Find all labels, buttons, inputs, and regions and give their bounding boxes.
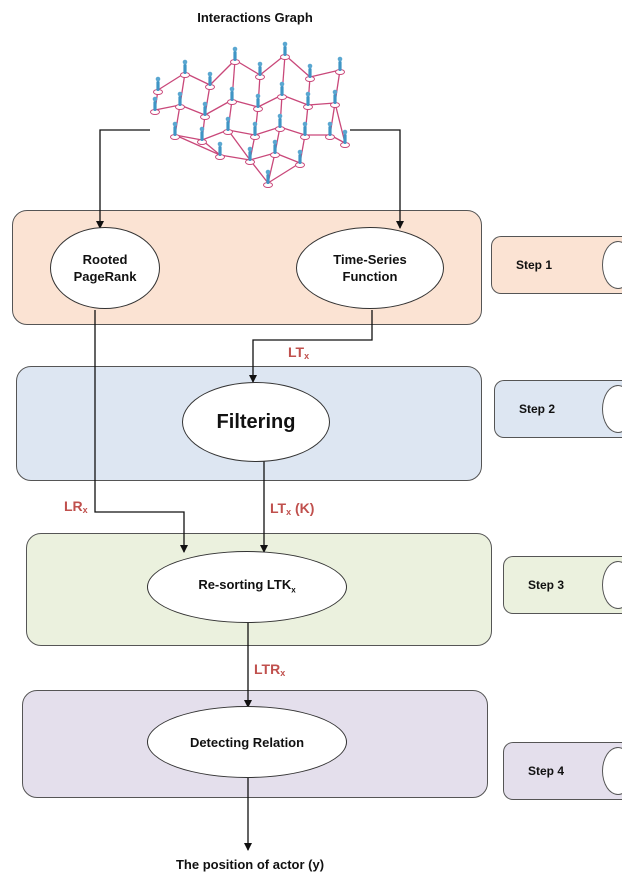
rooted-pagerank-line2: PageRank bbox=[73, 269, 137, 284]
resorting-node: Re-sorting LTKx bbox=[147, 551, 347, 623]
step4-label: Step 4 bbox=[528, 764, 565, 778]
time-series-line1: Time-Series bbox=[333, 252, 407, 267]
resorting-label: Re-sorting LTKx bbox=[198, 576, 296, 595]
time-series-line2: Function bbox=[342, 269, 398, 284]
step3-label: Step 3 bbox=[528, 578, 565, 592]
detecting-relation-label: Detecting Relation bbox=[189, 734, 305, 750]
step1-tab: Step 1 bbox=[491, 236, 622, 294]
detecting-relation-node: Detecting Relation bbox=[147, 706, 347, 778]
rooted-pagerank-line1: Rooted bbox=[82, 252, 128, 267]
edge-label-ltrx: LTRx bbox=[254, 661, 286, 678]
step4-tab: Step 4 bbox=[503, 742, 622, 800]
edge-label-ltx: LTx bbox=[288, 344, 310, 361]
diagram-title: Interactions Graph bbox=[197, 10, 313, 25]
interactions-graph-icon bbox=[150, 41, 350, 188]
time-series-function-node: Time-Series Function bbox=[296, 227, 444, 309]
edge-label-lrx: LRx bbox=[64, 498, 88, 515]
output-label: The position of actor (y) bbox=[175, 857, 325, 872]
step2-label: Step 2 bbox=[519, 402, 556, 416]
filtering-label: Filtering bbox=[216, 410, 296, 433]
rooted-pagerank-node: Rooted PageRank bbox=[50, 227, 160, 309]
step2-tab: Step 2 bbox=[494, 380, 622, 438]
filtering-node: Filtering bbox=[182, 382, 330, 462]
edge-label-ltxk: LTx (K) bbox=[270, 500, 315, 517]
step1-label: Step 1 bbox=[516, 258, 553, 272]
step3-tab: Step 3 bbox=[503, 556, 622, 614]
